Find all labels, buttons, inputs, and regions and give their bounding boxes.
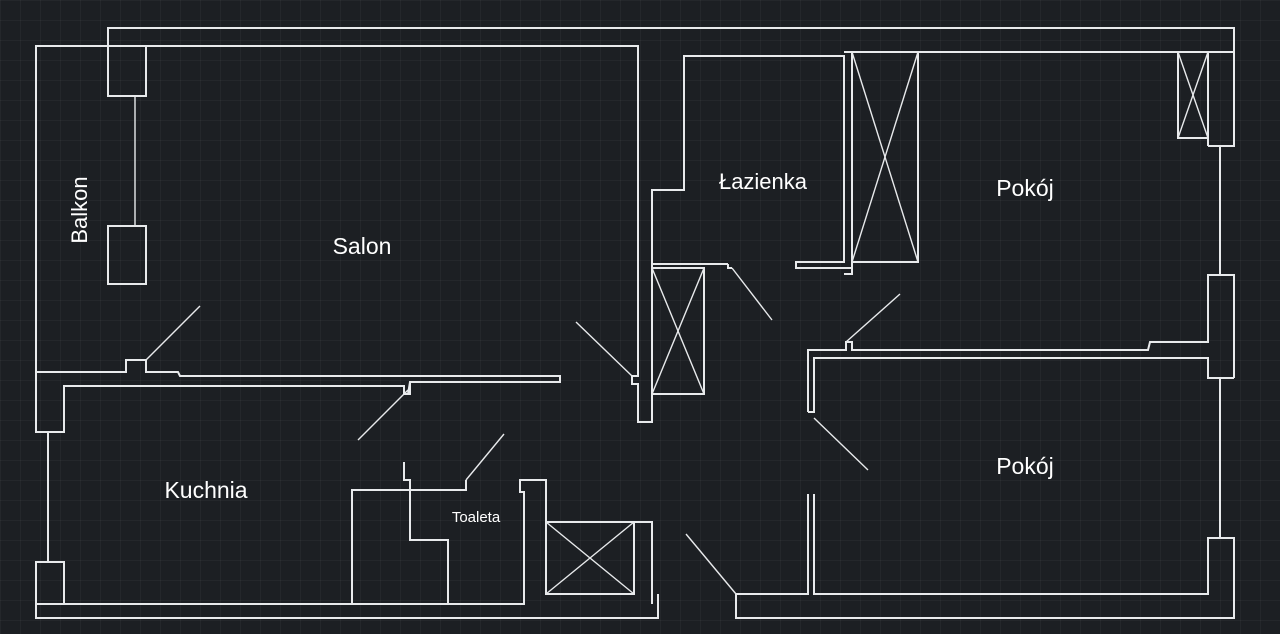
outer-wall-right-lower (735, 378, 1235, 619)
room-label-salon: Salon (333, 233, 392, 259)
room-label-pokoj-top: Pokój (996, 175, 1054, 201)
toaleta-walls (403, 433, 737, 605)
pokoj-top-walls (807, 51, 1234, 412)
outer-wall-right-upper (1219, 146, 1235, 378)
door-swing-entrance (685, 533, 737, 595)
shaft-box-hall (651, 267, 705, 395)
vent-x-2 (1177, 51, 1209, 139)
balcony-wall (35, 45, 108, 372)
room-bottom-left-wall-a (736, 494, 809, 595)
room-bottom-inner-wall (813, 494, 1220, 595)
room-label-balkon: Balkon (67, 176, 92, 243)
room-top-bottom-wall (807, 274, 1220, 412)
outer-wall-top (107, 27, 1235, 147)
room-bottom-top-wall (808, 357, 1234, 413)
kitchen-wall-bottom (63, 489, 449, 605)
shaft-box-bottom (545, 521, 635, 595)
shaft-hall-x-2 (651, 267, 705, 395)
balcony-window-top (107, 45, 147, 97)
kitchen-wall-top (48, 382, 411, 433)
salon-wall-bottom (36, 359, 561, 395)
door-swing-bathroom (731, 267, 773, 321)
door-swing-room-top (845, 293, 901, 343)
room-label-toaleta: Toaleta (452, 509, 501, 526)
outer-wall-bottom-left (35, 372, 659, 619)
salon-wall-right (108, 45, 728, 423)
toilet-wall-top (403, 462, 467, 491)
room-label-lazienka: Łazienka (719, 169, 808, 194)
kuchnia-walls (35, 382, 449, 605)
wardrobe-x-2 (851, 51, 919, 263)
door-swing-toilet (465, 433, 505, 481)
room-label-pokoj-bottom: Pokój (996, 453, 1054, 479)
toilet-wall-right (447, 479, 653, 605)
door-swing-room-bottom (813, 417, 869, 471)
wardrobe-box (851, 51, 919, 263)
kitchen-pillar (35, 561, 65, 605)
room-top-left-wall (844, 52, 853, 275)
outer-walls (35, 27, 1235, 619)
door-swing-balcony (145, 305, 201, 361)
shaft-x-2 (545, 521, 635, 595)
pokoj-bottom-walls (736, 357, 1234, 595)
room-label-kuchnia: Kuchnia (164, 477, 247, 503)
balcony-window-bottom (107, 225, 147, 285)
bathroom-wall (651, 55, 852, 269)
bathroom-door-jamb (727, 264, 732, 269)
door-swing-kitchen (357, 389, 409, 441)
lazienka-walls (651, 55, 852, 395)
door-swing-salon (575, 321, 633, 377)
